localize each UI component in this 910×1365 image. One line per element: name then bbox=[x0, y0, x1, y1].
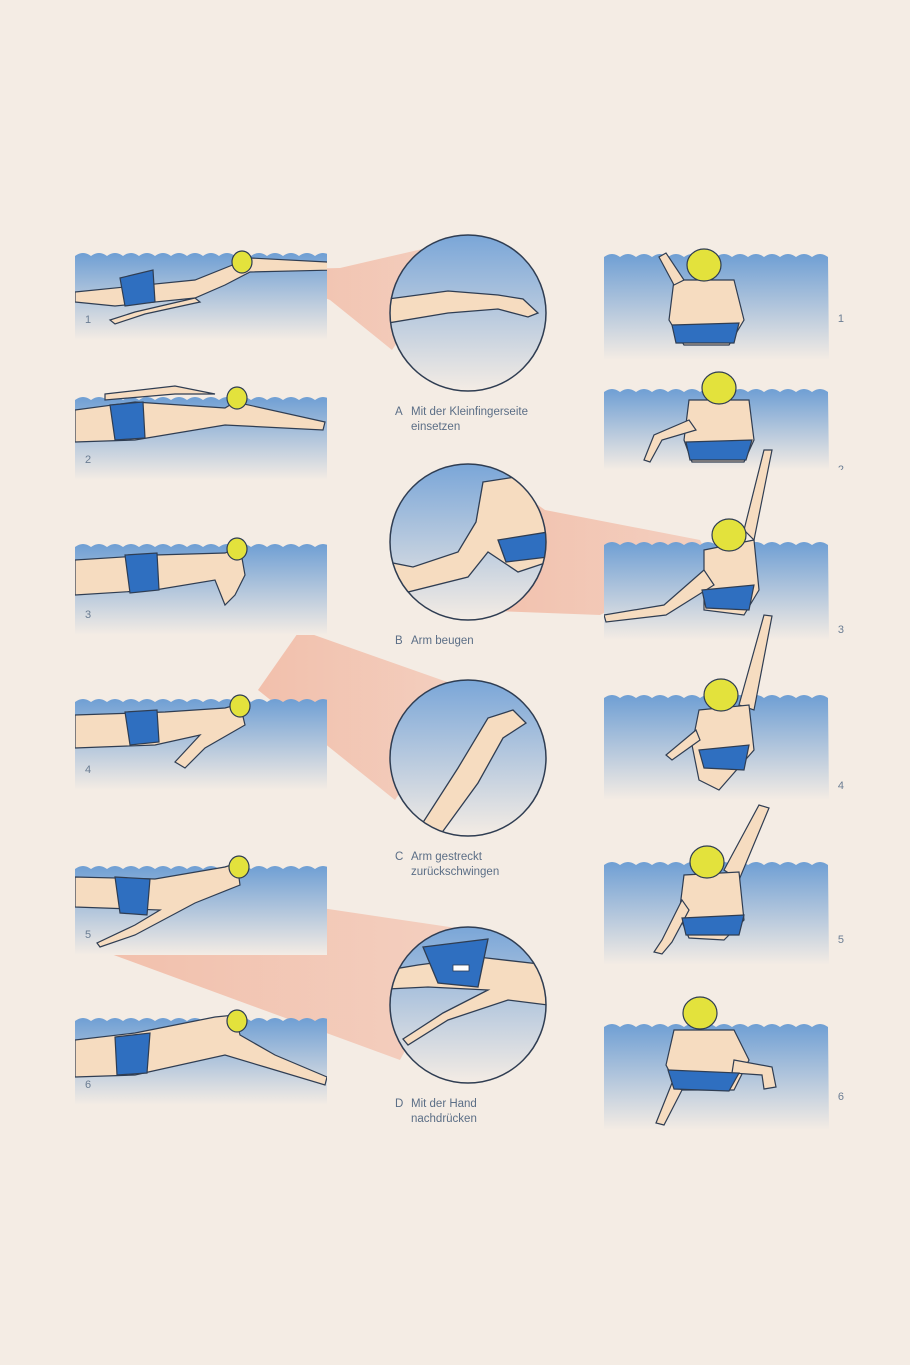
side-view-step-5: 5 bbox=[75, 855, 327, 955]
step-number: 2 bbox=[837, 464, 844, 470]
top-view-drawing-5 bbox=[604, 804, 829, 965]
caption-letter: B bbox=[395, 635, 403, 647]
caption-line: nachdrücken bbox=[411, 1113, 477, 1125]
side-view-step-4: 4 bbox=[75, 690, 327, 790]
detail-circle-d bbox=[389, 926, 547, 1084]
step-number: 2 bbox=[85, 454, 92, 466]
side-view-step-3: 3 bbox=[75, 535, 327, 635]
caption-letter: D bbox=[395, 1098, 404, 1110]
step-number: 1 bbox=[85, 314, 92, 326]
top-view-step-5: 5 bbox=[604, 800, 856, 965]
side-view-step-2: 2 bbox=[75, 380, 327, 480]
step-number: 5 bbox=[85, 929, 92, 941]
side-view-drawing-3 bbox=[75, 537, 327, 635]
caption-c: C Arm gestreckt zurückschwingen bbox=[395, 850, 499, 880]
trunks bbox=[119, 269, 156, 307]
step-number: 6 bbox=[837, 1091, 844, 1103]
side-view-drawing-5 bbox=[75, 855, 327, 955]
caption-d: D Mit der Hand nachdrücken bbox=[395, 1097, 477, 1127]
top-view-step-1: 1 bbox=[604, 245, 856, 360]
swim-cap bbox=[231, 250, 253, 274]
detail-circle-b bbox=[389, 463, 547, 621]
detail-circle-a bbox=[389, 234, 547, 392]
top-view-drawing-6 bbox=[604, 996, 829, 1130]
step-number: 4 bbox=[837, 780, 844, 792]
caption-line: Arm beugen bbox=[411, 635, 474, 647]
top-view-drawing-3 bbox=[604, 449, 829, 640]
top-view-drawing-4 bbox=[604, 614, 829, 800]
caption-line: Mit der Hand bbox=[411, 1098, 477, 1110]
caption-line: einsetzen bbox=[411, 421, 461, 433]
side-view-drawing-2 bbox=[75, 385, 327, 480]
caption-line: Mit der Kleinfingerseite bbox=[411, 406, 528, 418]
caption-line: Arm gestreckt bbox=[411, 851, 482, 863]
top-view-step-3: 3 bbox=[604, 440, 856, 640]
step-number: 4 bbox=[85, 764, 92, 776]
side-view-step-6: 6 bbox=[75, 1005, 327, 1105]
swimmer-arm bbox=[108, 297, 202, 325]
caption-line: zurückschwingen bbox=[411, 866, 500, 878]
caption-a: A Mit der Kleinfingerseite einsetzen bbox=[395, 405, 528, 435]
step-number: 3 bbox=[837, 624, 844, 636]
caption-letter: A bbox=[395, 406, 403, 418]
top-view-drawing-2 bbox=[604, 371, 829, 470]
step-number: 6 bbox=[85, 1079, 92, 1091]
top-view-step-6: 6 bbox=[604, 985, 856, 1130]
side-view-step-1: 1 bbox=[75, 240, 327, 340]
top-view-step-2: 2 bbox=[604, 370, 856, 470]
caption-b: B Arm beugen bbox=[395, 634, 474, 649]
caption-letter: C bbox=[395, 851, 404, 863]
step-number: 3 bbox=[85, 609, 92, 621]
top-view-drawing-1 bbox=[604, 248, 829, 360]
side-view-drawing-6 bbox=[75, 1009, 327, 1105]
side-view-drawing-4 bbox=[75, 694, 327, 790]
detail-circle-c bbox=[389, 679, 547, 837]
step-number: 1 bbox=[837, 313, 844, 325]
side-view-drawing-1 bbox=[75, 250, 327, 340]
step-number: 5 bbox=[837, 934, 844, 946]
top-view-step-4: 4 bbox=[604, 610, 856, 800]
